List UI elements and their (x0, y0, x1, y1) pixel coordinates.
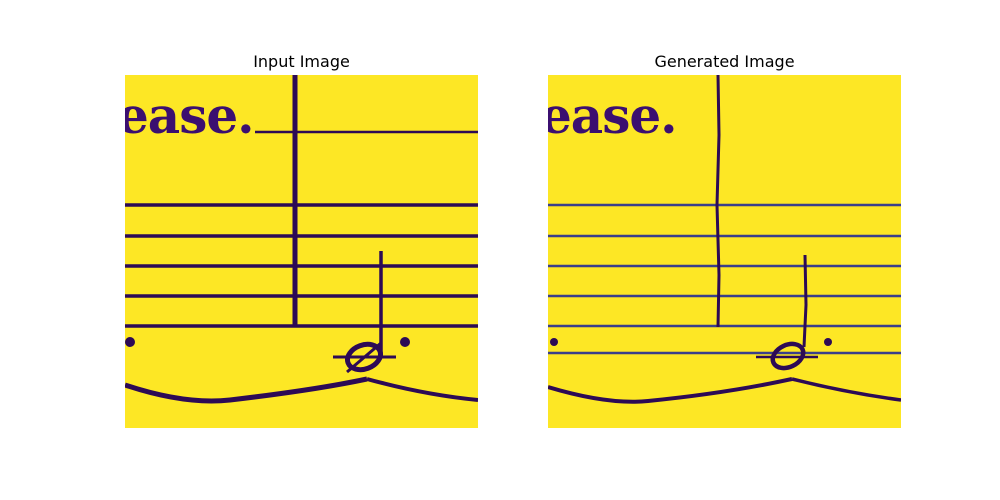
slur-left (125, 376, 368, 404)
dot (400, 337, 410, 347)
staff-lines (125, 203, 478, 328)
input-image-panel: ease. (125, 75, 478, 428)
generated-image: ease. (548, 75, 901, 428)
image-background (125, 75, 478, 428)
image-background (548, 75, 901, 428)
slur-right (366, 377, 478, 402)
score-text-fragment: ease. (125, 86, 254, 145)
dot (824, 338, 832, 346)
score-text-fragment: ease. (548, 86, 677, 145)
input-image-title: Input Image (253, 52, 350, 71)
barline (715, 75, 721, 328)
dot (125, 337, 135, 347)
dot (550, 338, 558, 346)
half-note-slash (346, 341, 382, 374)
generated-image-title: Generated Image (654, 52, 795, 71)
half-note-head (770, 341, 806, 371)
slur-left (548, 377, 793, 404)
generated-image-panel: ease. (548, 75, 901, 428)
half-note-stem (802, 254, 808, 348)
staff-lines (548, 203, 901, 355)
input-image: ease. (125, 75, 478, 428)
slur-right (791, 377, 901, 402)
